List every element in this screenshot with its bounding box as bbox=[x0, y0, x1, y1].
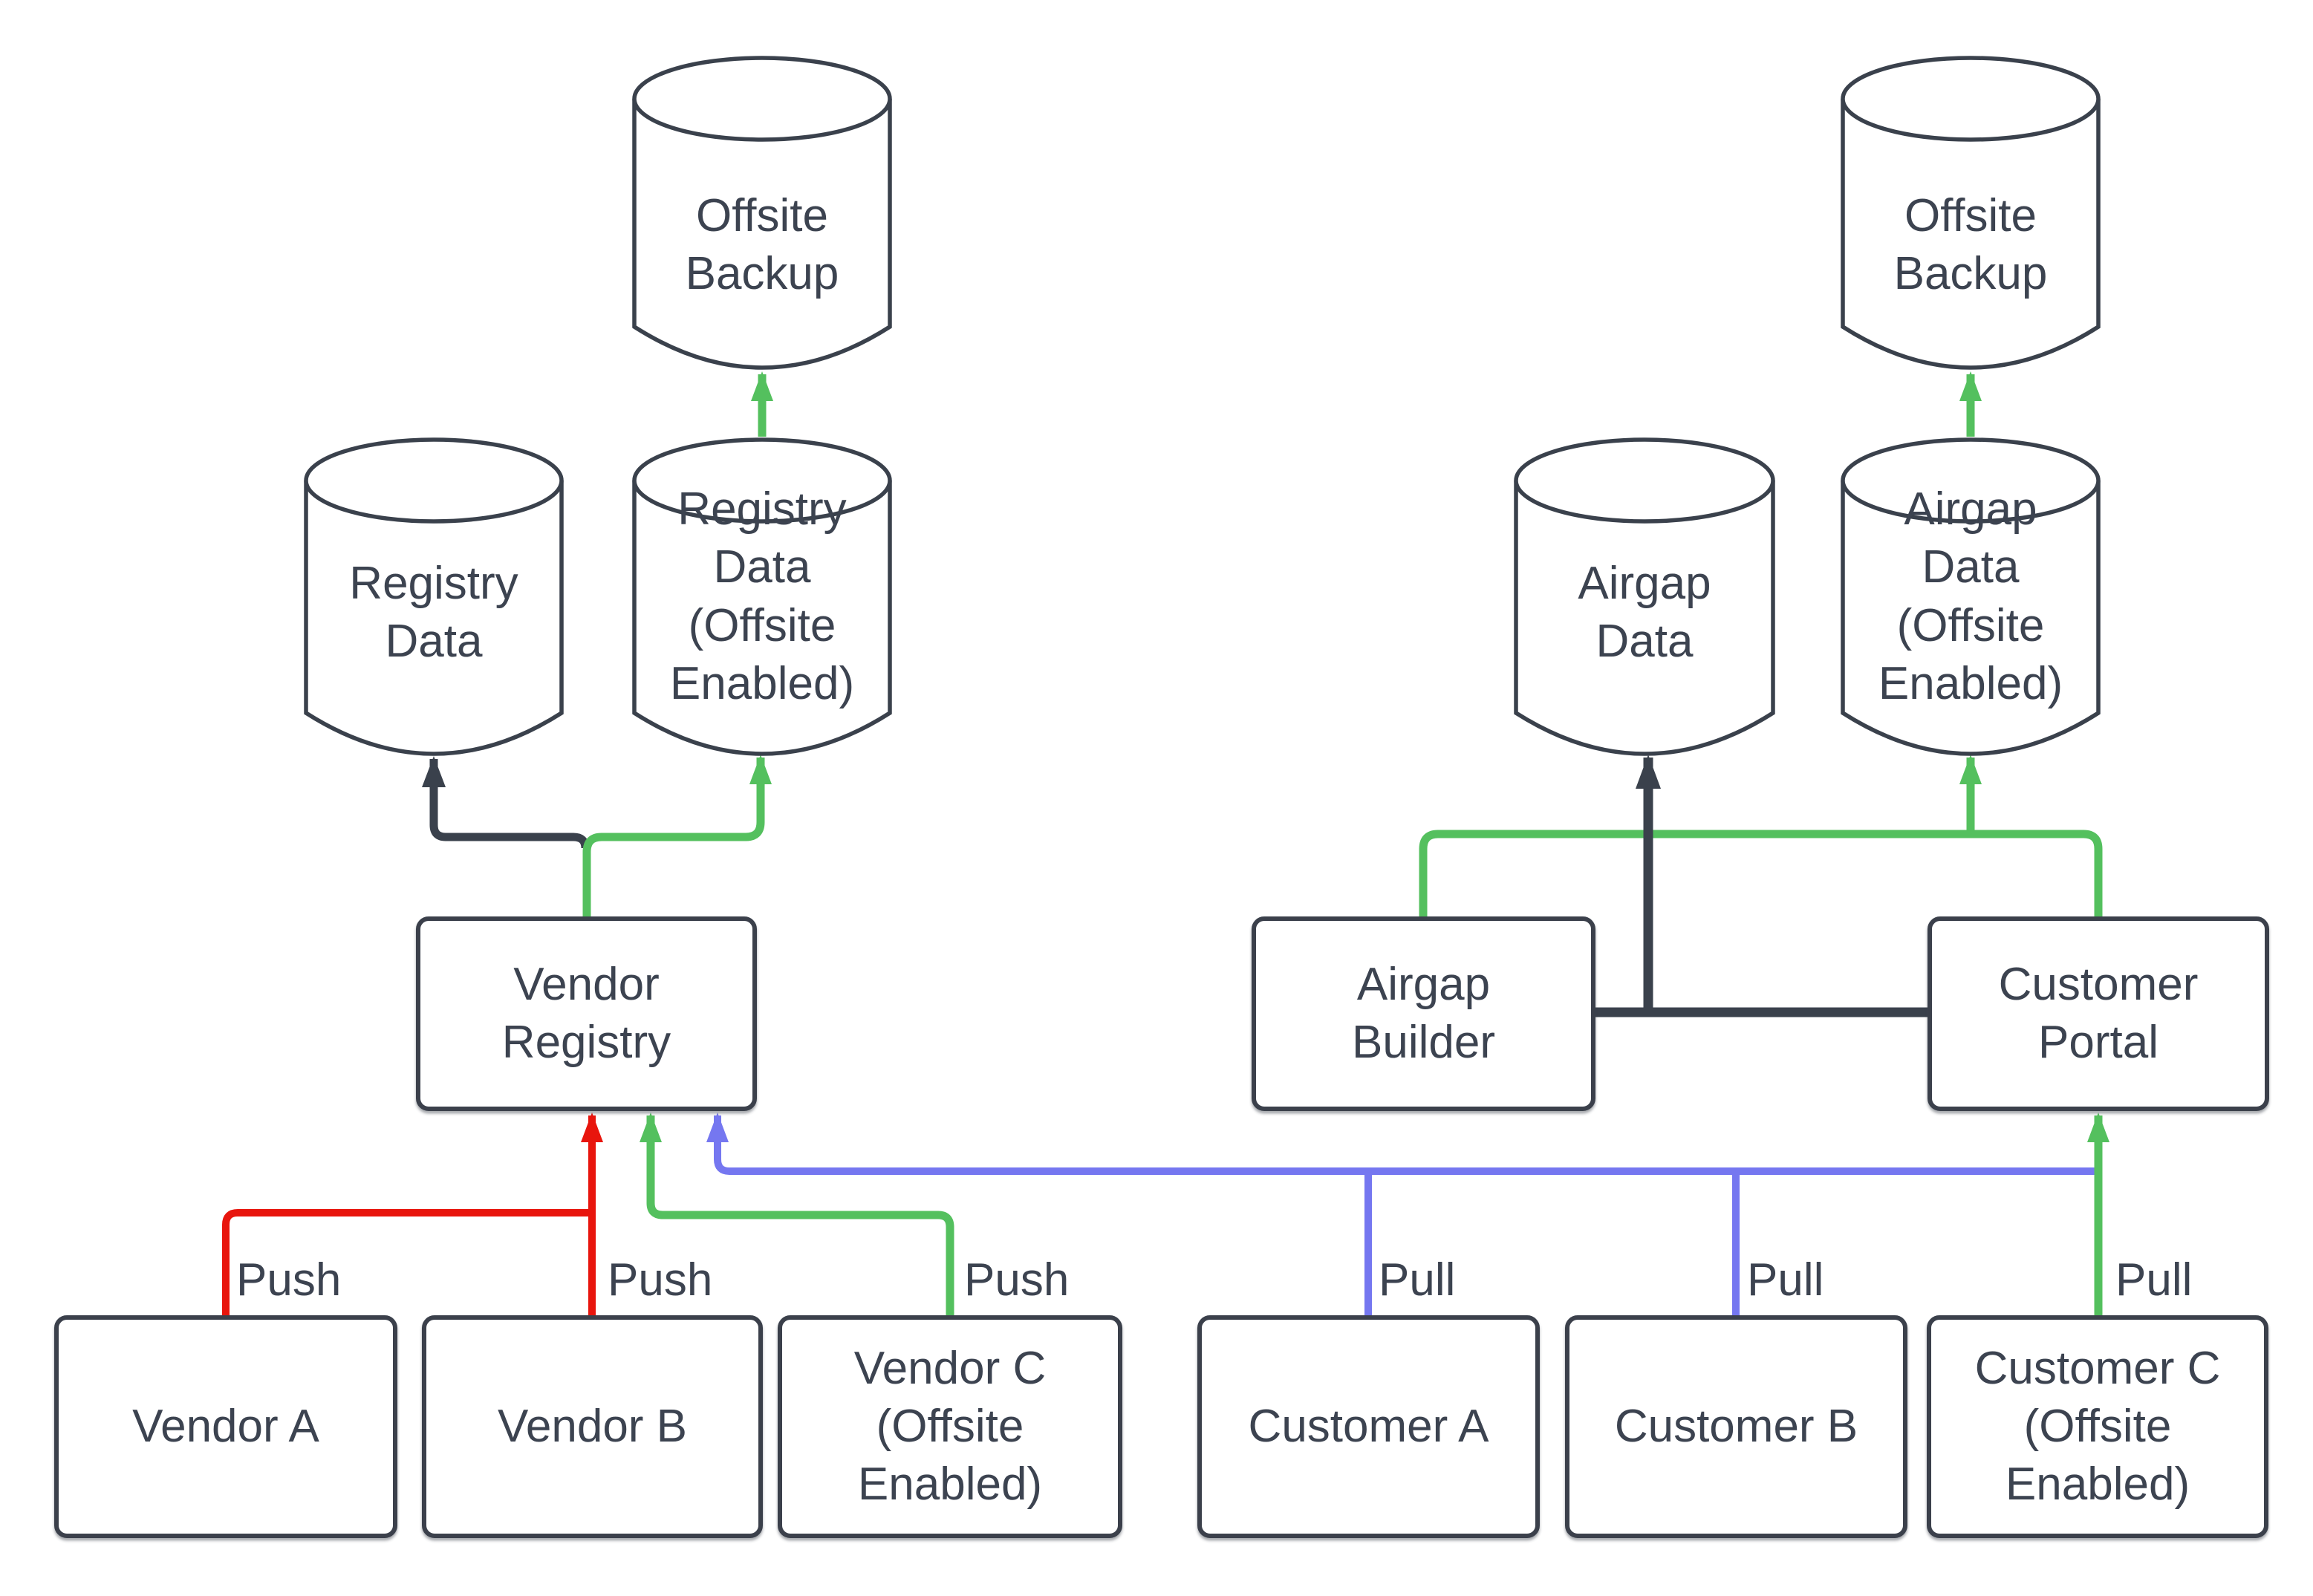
vendor-a-box[interactable] bbox=[54, 1315, 397, 1538]
vendor-b-box[interactable] bbox=[422, 1315, 763, 1538]
customer-a-box[interactable] bbox=[1197, 1315, 1540, 1538]
airgap-data-offsite-cylinder[interactable] bbox=[1841, 437, 2101, 756]
customer-c-box[interactable] bbox=[1927, 1315, 2268, 1538]
vendor-registry-box[interactable] bbox=[416, 916, 757, 1111]
pull-label-customer-a: Pull bbox=[1379, 1254, 1456, 1306]
offsite-backup-right-cylinder[interactable] bbox=[1841, 56, 2101, 370]
pull-label-customer-c: Pull bbox=[2115, 1254, 2193, 1306]
registry-data-cylinder[interactable] bbox=[304, 437, 564, 756]
registry-data-offsite-cylinder[interactable] bbox=[632, 437, 892, 756]
customer-portal-box[interactable] bbox=[1928, 916, 2269, 1111]
edge-pull-trunk[interactable] bbox=[706, 1113, 2102, 1175]
edge-registry-to-registry-data[interactable] bbox=[422, 756, 590, 849]
edge-airgap-offsite-net[interactable] bbox=[1419, 830, 2103, 917]
airgap-data-cylinder[interactable] bbox=[1514, 437, 1775, 756]
customer-b-box[interactable] bbox=[1565, 1315, 1907, 1538]
offsite-backup-left-cylinder[interactable] bbox=[632, 56, 892, 370]
pull-label-customer-b: Pull bbox=[1747, 1254, 1824, 1306]
push-label-vendor-b: Push bbox=[608, 1254, 713, 1306]
edge-vendor-c-push[interactable] bbox=[640, 1113, 954, 1316]
push-label-vendor-a: Push bbox=[236, 1254, 342, 1306]
edge-registry-to-registry-data-offsite[interactable] bbox=[582, 755, 772, 917]
vendor-c-box[interactable] bbox=[778, 1315, 1122, 1538]
push-label-vendor-c: Push bbox=[964, 1254, 1070, 1306]
airgap-builder-box[interactable] bbox=[1252, 916, 1595, 1111]
edge-vendor-a-push[interactable] bbox=[222, 1209, 594, 1316]
